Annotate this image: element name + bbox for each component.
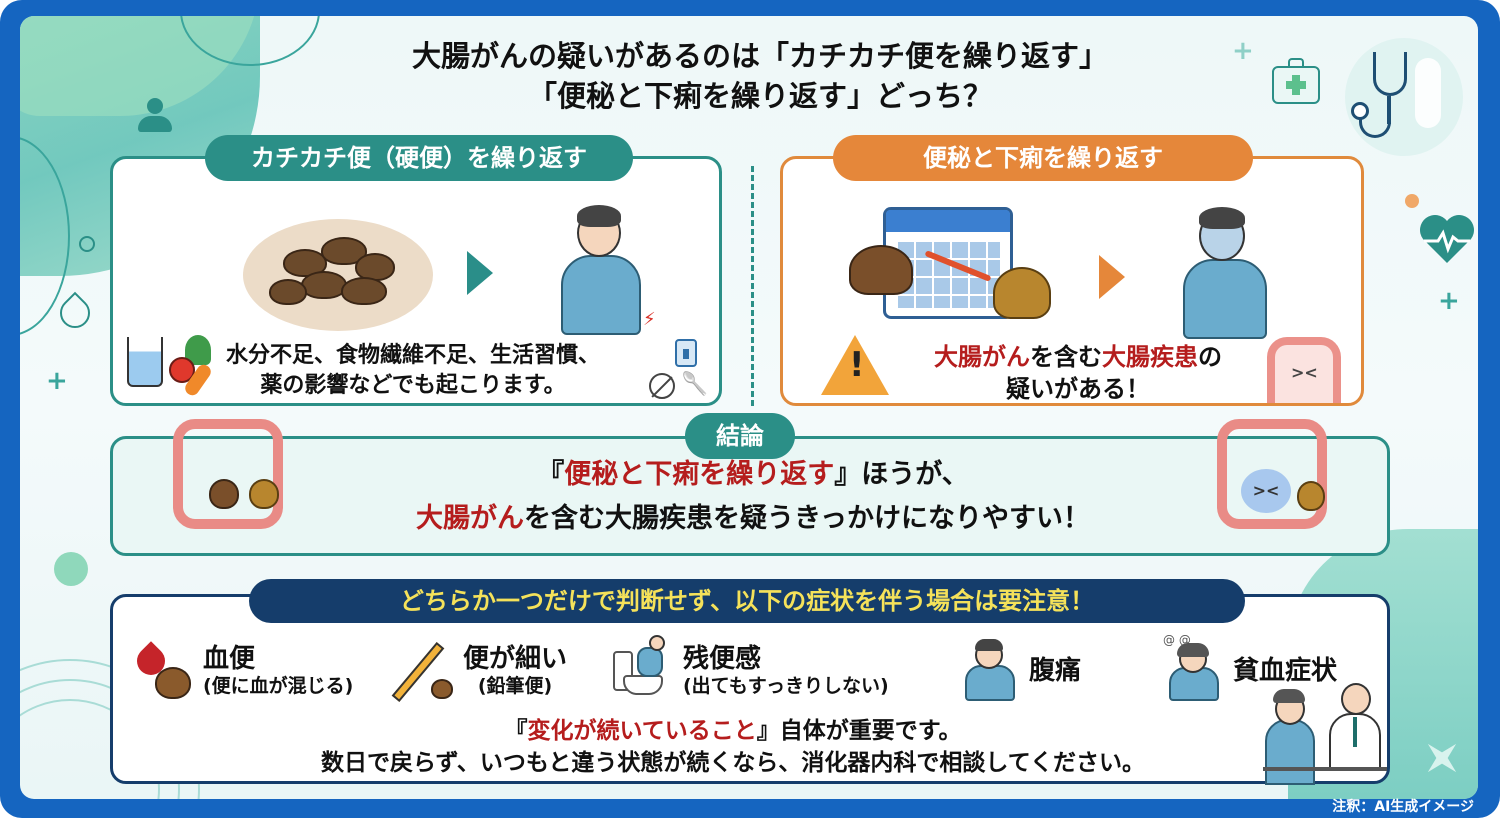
sad-colon-icon: >< (1267, 337, 1341, 403)
symptoms-panel: どちらか一つだけで判断せず、以下の症状を伴う場合は要注意！ 血便 (便に血が混じ… (110, 579, 1390, 785)
decor-orange-dot (1405, 194, 1419, 208)
caution-banner: どちらか一つだけで判断せず、以下の症状を伴う場合は要注意！ (249, 579, 1245, 623)
arrow-right-icon (1099, 255, 1125, 299)
vegetables-icon (169, 335, 221, 398)
plus-icon: + (46, 366, 68, 396)
infographic-canvas: + + + 大腸がんの疑いがあるのは「カチカチ便を繰り返す」 「便秘と下痢を繰り… (20, 16, 1478, 799)
footer-line-2: 数日で戻らず、いつもと違う状態が続くなら、消化器内科で相談してください。 (320, 750, 1146, 776)
conclusion-line-2: 大腸がんを含む大腸疾患を疑うきっかけになりやすい！ (416, 503, 1090, 534)
colon-icon-right (1217, 419, 1327, 529)
doctor-consultation-icon (1263, 679, 1387, 785)
soft-stool-small-icon (249, 479, 279, 509)
hard-stool-plate-icon (243, 219, 433, 331)
abdominal-pain-person-icon (959, 639, 1019, 701)
symptom-title: 腹痛 (1029, 656, 1082, 686)
symptom-abdominal-pain: 腹痛 (959, 639, 1082, 701)
constipation-diarrhea-panel: 便秘と下痢を繰り返す ! 大腸がんを含む大腸疾患の 疑いがある！ >< (780, 135, 1364, 406)
title-line-2: 「便秘と下痢を繰り返す」どっち？ (527, 79, 992, 113)
dizzy-person-icon: @ @ (1163, 633, 1223, 701)
conclusion-badge: 結論 (685, 413, 795, 459)
water-glass-icon (127, 337, 163, 387)
soft-stool-small-icon (1297, 481, 1325, 511)
symptom-subtitle: (鉛筆便) (477, 675, 553, 697)
toilet-person-icon (613, 635, 673, 701)
decor-ring-dot (79, 236, 95, 252)
pencil-stool-icon (391, 641, 453, 703)
heart-pulse-icon (1418, 211, 1476, 265)
symptom-title: 残便感 (683, 644, 762, 674)
stomachache-person-icon: ⚡ (543, 199, 656, 339)
symptom-title: 便が細い (463, 644, 568, 674)
constipation-diarrhea-heading: 便秘と下痢を繰り返す (833, 135, 1253, 181)
symptom-subtitle: (出てもすっきりしない) (683, 675, 889, 697)
symptom-title: 血便 (203, 644, 256, 674)
cause-caption-line-1: 水分不足、食物繊維不足、生活習慣、 (225, 343, 600, 368)
warning-line-2: 疑いがある！ (1006, 375, 1150, 403)
utensils-icon: 🥄 (681, 372, 709, 397)
ai-generated-note: 注釈：AI生成イメージ (1332, 799, 1474, 815)
warning-exclamation: ! (849, 345, 865, 385)
symptom-thin-stool: 便が細い (鉛筆便) (391, 641, 568, 703)
warning-line-1: 大腸がんを含む大腸疾患の (934, 343, 1222, 371)
stethoscope-icon (1345, 38, 1463, 156)
first-aid-kit-icon (1272, 58, 1320, 104)
medicine-bottle-icon (675, 339, 697, 367)
person-icon (138, 98, 172, 136)
water-drop-icon (53, 291, 97, 335)
colon-icon-left (173, 419, 283, 529)
warning-icon (821, 335, 889, 395)
title-line-1: 大腸がんの疑いがあるのは「カチカチ便を繰り返す」 (411, 39, 1108, 73)
hard-stool-panel: カチカチ便（硬便）を繰り返す ⚡ 水分不足、食物繊維不足、生活習慣、 薬の影響な… (110, 135, 722, 406)
cause-caption-line-2: 薬の影響などでも起こります。 (260, 373, 566, 398)
no-smoking-icon (649, 373, 675, 399)
footer-line-1: 『変化が続いていること』自体が重要です。 (504, 718, 962, 744)
page-title: 大腸がんの疑いがあるのは「カチカチ便を繰り返す」 「便秘と下痢を繰り返す」どっち… (280, 36, 1240, 116)
hard-stool-small-icon (209, 479, 239, 509)
symptom-subtitle: (便に血が混じる) (203, 675, 354, 697)
symptom-bloody-stool: 血便 (便に血が混じる) (131, 641, 354, 701)
plus-icon: + (1232, 36, 1254, 66)
crying-face-icon: >< (1241, 469, 1291, 513)
plus-icon: + (1438, 286, 1460, 316)
conclusion-line-1: 『便秘と下痢を繰り返す』ほうが、 (537, 459, 969, 490)
symptom-incomplete-evacuation: 残便感 (出てもすっきりしない) (613, 635, 889, 701)
decor-green-dot (54, 552, 88, 586)
blood-drop-stool-icon (131, 641, 193, 701)
hard-stool-heading: カチカチ便（硬便）を繰り返す (205, 135, 633, 181)
symptom-title: 貧血症状 (1233, 656, 1338, 686)
arrow-right-icon (467, 251, 493, 295)
distressed-person-icon (1169, 199, 1279, 339)
symptom-anemia: @ @ 貧血症状 (1163, 633, 1338, 701)
panel-divider (751, 166, 754, 406)
conclusion-panel: 結論 『便秘と下痢を繰り返す』ほうが、 大腸がんを含む大腸疾患を疑うきっかけにな… (110, 413, 1390, 556)
